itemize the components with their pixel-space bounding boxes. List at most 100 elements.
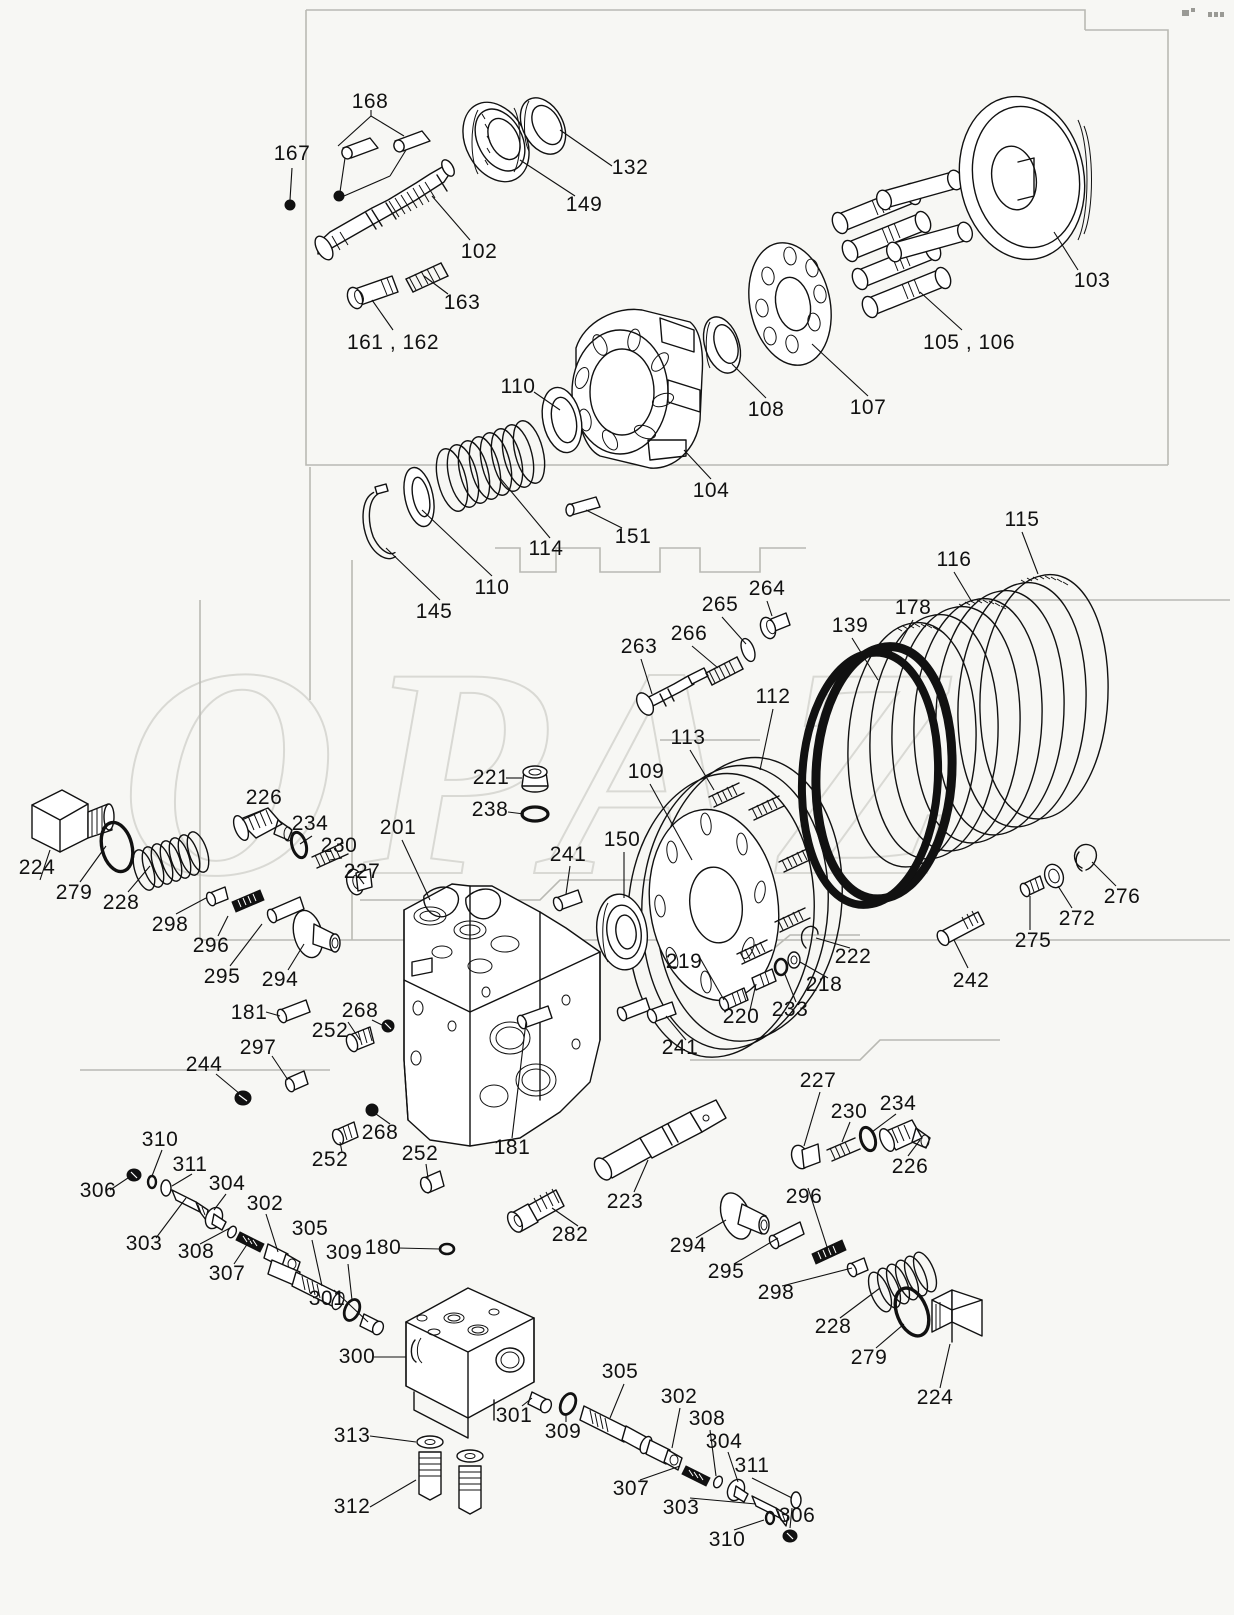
part-242-pipe — [936, 910, 985, 947]
callout-305-a: 305 — [291, 1217, 329, 1240]
part-114-spring — [435, 420, 546, 512]
part-145-snap-ring — [362, 483, 397, 560]
callout-113: 113 — [670, 726, 706, 749]
callout-252-a: 252 — [311, 1019, 349, 1042]
part-279-b-oring — [893, 1286, 931, 1338]
part-110-washer-b — [403, 466, 435, 528]
callout-228-a: 228 — [102, 891, 140, 914]
part-230-a-spring — [311, 842, 349, 869]
callout-244: 244 — [185, 1053, 223, 1076]
part-304-a-seat — [204, 1206, 227, 1231]
callout-230-b: 230 — [830, 1100, 868, 1123]
callout-241-a: 241 — [549, 843, 587, 866]
part-297-plug — [284, 1070, 309, 1093]
part-241-b-pin — [646, 1001, 677, 1024]
part-310-a-oring — [146, 1174, 158, 1190]
part-303-a-needle — [171, 1189, 209, 1221]
part-309-b-oring — [558, 1392, 578, 1416]
callout-313: 313 — [333, 1424, 371, 1447]
part-151-pin — [565, 496, 601, 517]
callout-114: 114 — [528, 537, 564, 560]
part-181-c-pin — [616, 997, 651, 1022]
part-224-b-cap — [931, 1289, 983, 1343]
part-201-valve-housing — [403, 883, 601, 1147]
callout-103: 103 — [1073, 269, 1111, 292]
callout-305-b: 305 — [601, 1360, 639, 1383]
part-302-b — [645, 1439, 683, 1471]
part-305-b-body — [579, 1405, 653, 1455]
part-276-snap-ring — [1073, 843, 1098, 872]
part-306-a — [126, 1168, 142, 1182]
callout-219: 219 — [665, 950, 703, 973]
part-226-b — [878, 1119, 931, 1152]
callout-266: 266 — [670, 622, 708, 645]
callout-109: 109 — [627, 760, 665, 783]
callout-302-b: 302 — [660, 1385, 698, 1408]
part-139-seal-ring — [797, 642, 957, 909]
callout-279-a: 279 — [55, 881, 93, 904]
part-272-washer — [1043, 863, 1065, 889]
callout-252-b: 252 — [311, 1148, 349, 1171]
part-168 — [333, 130, 431, 202]
part-181-b-pin — [516, 1005, 553, 1030]
part-107-retainer-plate — [748, 242, 832, 366]
part-218-washer — [787, 951, 801, 969]
callout-222: 222 — [834, 945, 872, 968]
part-298-a — [205, 886, 229, 907]
part-306-b — [782, 1529, 798, 1543]
callout-116: 116 — [936, 548, 972, 571]
callout-163: 163 — [443, 291, 481, 314]
callout-300: 300 — [338, 1345, 376, 1368]
part-252-c-plug — [419, 1170, 445, 1194]
callout-311-a: 311 — [172, 1153, 208, 1176]
callout-294-a: 294 — [261, 968, 299, 991]
part-313-washers — [416, 1435, 484, 1463]
part-105-106-pistons — [831, 169, 974, 319]
callout-308-b: 308 — [688, 1407, 726, 1430]
part-104-cylinder-block — [571, 308, 704, 469]
part-304-b-seat — [726, 1478, 749, 1503]
part-295-a-pin — [266, 896, 305, 924]
callout-102: 102 — [460, 240, 498, 263]
callout-310-a: 310 — [141, 1128, 179, 1151]
part-149-bearing — [462, 101, 530, 183]
callout-145: 145 — [415, 600, 453, 623]
callout-168: 168 — [351, 90, 389, 113]
callout-264: 264 — [748, 577, 786, 600]
part-265-washer — [740, 637, 756, 663]
callout-294-b: 294 — [669, 1234, 707, 1257]
part-275-fitting — [1019, 875, 1045, 898]
part-252-a-plug — [345, 1026, 375, 1053]
part-234-a-oring — [289, 830, 309, 860]
callout-233: 233 — [771, 998, 809, 1021]
part-312-bolts — [418, 1451, 482, 1515]
callout-238: 238 — [471, 798, 509, 821]
part-252-b-plug — [331, 1121, 359, 1146]
part-221-plug — [521, 765, 549, 793]
callout-150: 150 — [603, 828, 641, 851]
callout-279-b: 279 — [850, 1346, 888, 1369]
callout-265: 265 — [701, 593, 739, 616]
callout-303-a: 303 — [125, 1232, 163, 1255]
callout-311-b: 311 — [734, 1454, 770, 1477]
callout-242: 242 — [952, 969, 990, 992]
callout-151: 151 — [614, 525, 652, 548]
callout-268-a: 268 — [341, 999, 379, 1022]
callout-296-b: 296 — [785, 1185, 823, 1208]
callout-180: 180 — [364, 1236, 402, 1259]
callout-252-c: 252 — [401, 1142, 439, 1165]
corner-registration-mark — [1182, 8, 1224, 17]
callout-221: 221 — [472, 766, 510, 789]
part-150-bearing — [595, 893, 649, 971]
callout-275: 275 — [1014, 929, 1052, 952]
part-220-fitting — [751, 968, 777, 991]
callout-302-a: 302 — [246, 1192, 284, 1215]
callout-306-a: 306 — [79, 1179, 117, 1202]
callout-226-a: 226 — [245, 786, 283, 809]
callout-298-b: 298 — [757, 1281, 795, 1304]
callout-227-b: 227 — [799, 1069, 837, 1092]
callout-234-a: 234 — [291, 812, 329, 835]
callout-310-b: 310 — [708, 1528, 746, 1551]
part-113-springs — [708, 782, 815, 965]
